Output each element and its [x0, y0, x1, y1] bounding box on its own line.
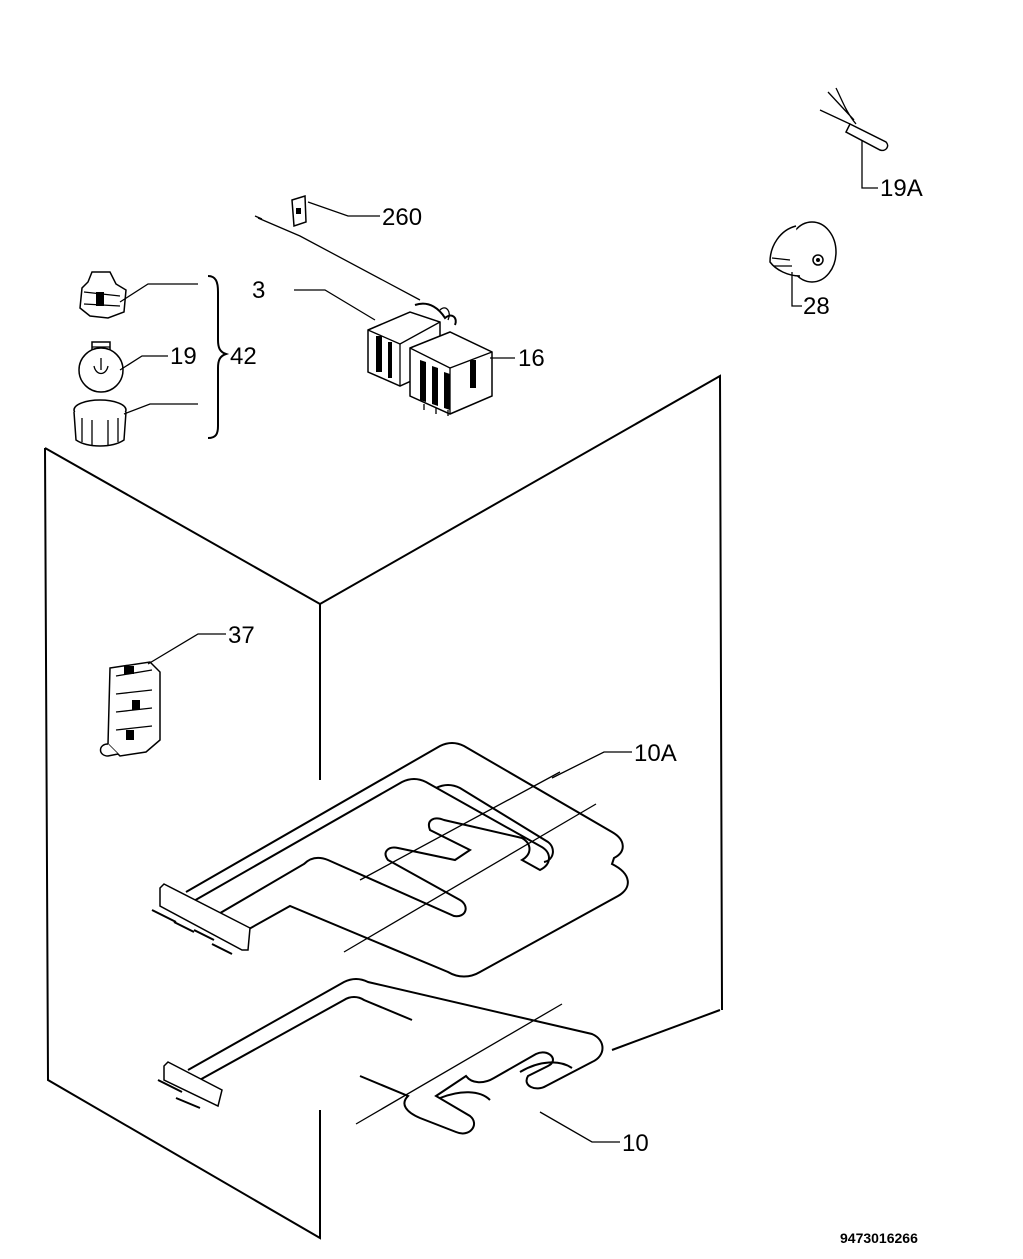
lamp-holder-top: [79, 271, 127, 319]
timer-part-28: [769, 221, 837, 283]
oven-cavity-outline: [44, 374, 723, 1240]
leader-10a: [551, 751, 632, 779]
connector-block-part-37: [99, 661, 161, 757]
leader-37: [147, 633, 226, 665]
label-42: 42: [230, 343, 257, 370]
label-19: 19: [170, 343, 197, 370]
label-16: 16: [518, 345, 545, 372]
label-28: 28: [803, 293, 830, 320]
label-19a: 19A: [880, 175, 923, 202]
label-10: 10: [622, 1130, 649, 1157]
leader-lamp-holder: [119, 283, 198, 303]
leader-10: [539, 1111, 620, 1143]
selector-switch-part-16: [409, 331, 493, 416]
label-10a: 10A: [634, 740, 677, 767]
label-3: 3: [252, 277, 265, 304]
leader-28: [791, 272, 802, 307]
heating-element-part-10: [157, 978, 604, 1135]
leader-260: [307, 201, 380, 217]
lamp-bulb-part-19: [78, 341, 124, 393]
brace-42: [207, 275, 230, 439]
label-260: 260: [382, 204, 422, 231]
drawing-code: 9473016266: [840, 1230, 918, 1246]
label-37: 37: [228, 622, 255, 649]
clip-part-260: [254, 194, 421, 301]
leader-lamp-cover: [123, 403, 198, 415]
grill-element-part-10a: [151, 742, 629, 978]
leader-19: [119, 355, 168, 371]
sensor-part-19a: [819, 87, 889, 152]
leader-19a: [861, 140, 878, 189]
leader-3: [294, 289, 376, 321]
lamp-cover-glass: [73, 399, 127, 447]
